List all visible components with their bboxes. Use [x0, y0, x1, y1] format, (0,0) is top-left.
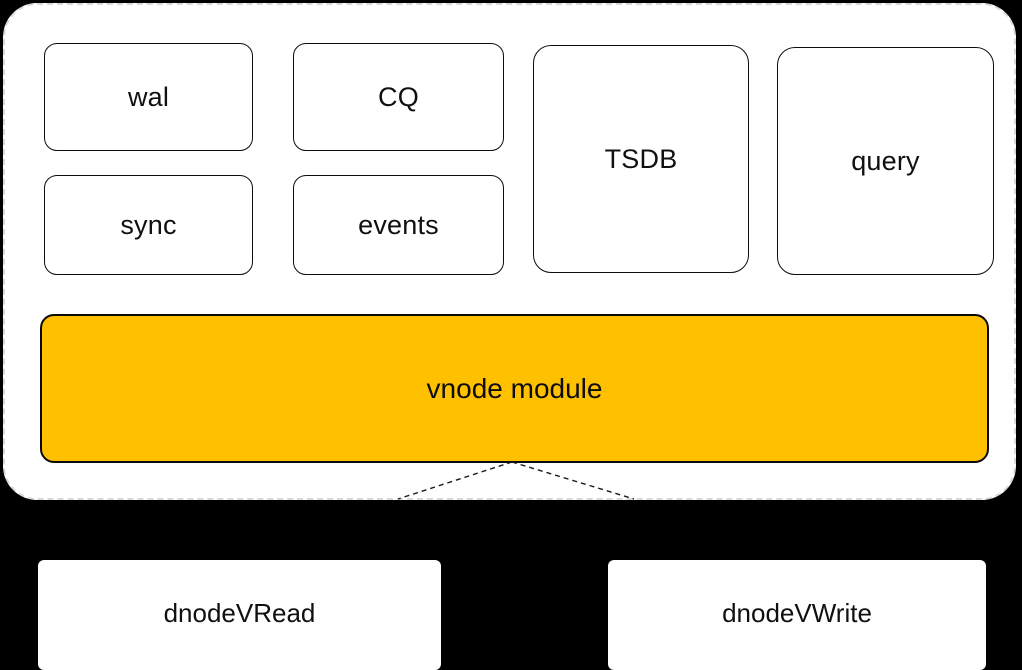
module-label-wal: wal — [127, 81, 170, 112]
dnode-label-dnodevread: dnodeVRead — [163, 598, 316, 628]
module-label-sync: sync — [120, 209, 177, 240]
dnode-label-dnodevwrite: dnodeVWrite — [722, 598, 872, 628]
dnode-box-dnodevread[interactable]: dnodeVRead — [38, 560, 441, 670]
module-box-cq[interactable]: CQ — [293, 43, 504, 151]
module-label-events: events — [358, 209, 439, 240]
vnode-module-bar[interactable]: vnode module — [40, 314, 989, 463]
module-box-wal[interactable]: wal — [44, 43, 253, 151]
vnode-module-label: vnode module — [426, 372, 603, 404]
module-box-sync[interactable]: sync — [44, 175, 253, 275]
module-box-events[interactable]: events — [293, 175, 504, 275]
module-box-tsdb[interactable]: TSDB — [533, 45, 749, 273]
module-label-query: query — [851, 145, 920, 176]
module-box-query[interactable]: query — [777, 47, 994, 275]
module-label-cq: CQ — [378, 81, 419, 112]
dnode-box-dnodevwrite[interactable]: dnodeVWrite — [608, 560, 986, 670]
module-label-tsdb: TSDB — [604, 143, 678, 174]
vnode-container: wal CQ sync events TSDB query vnode modu… — [3, 3, 1016, 500]
